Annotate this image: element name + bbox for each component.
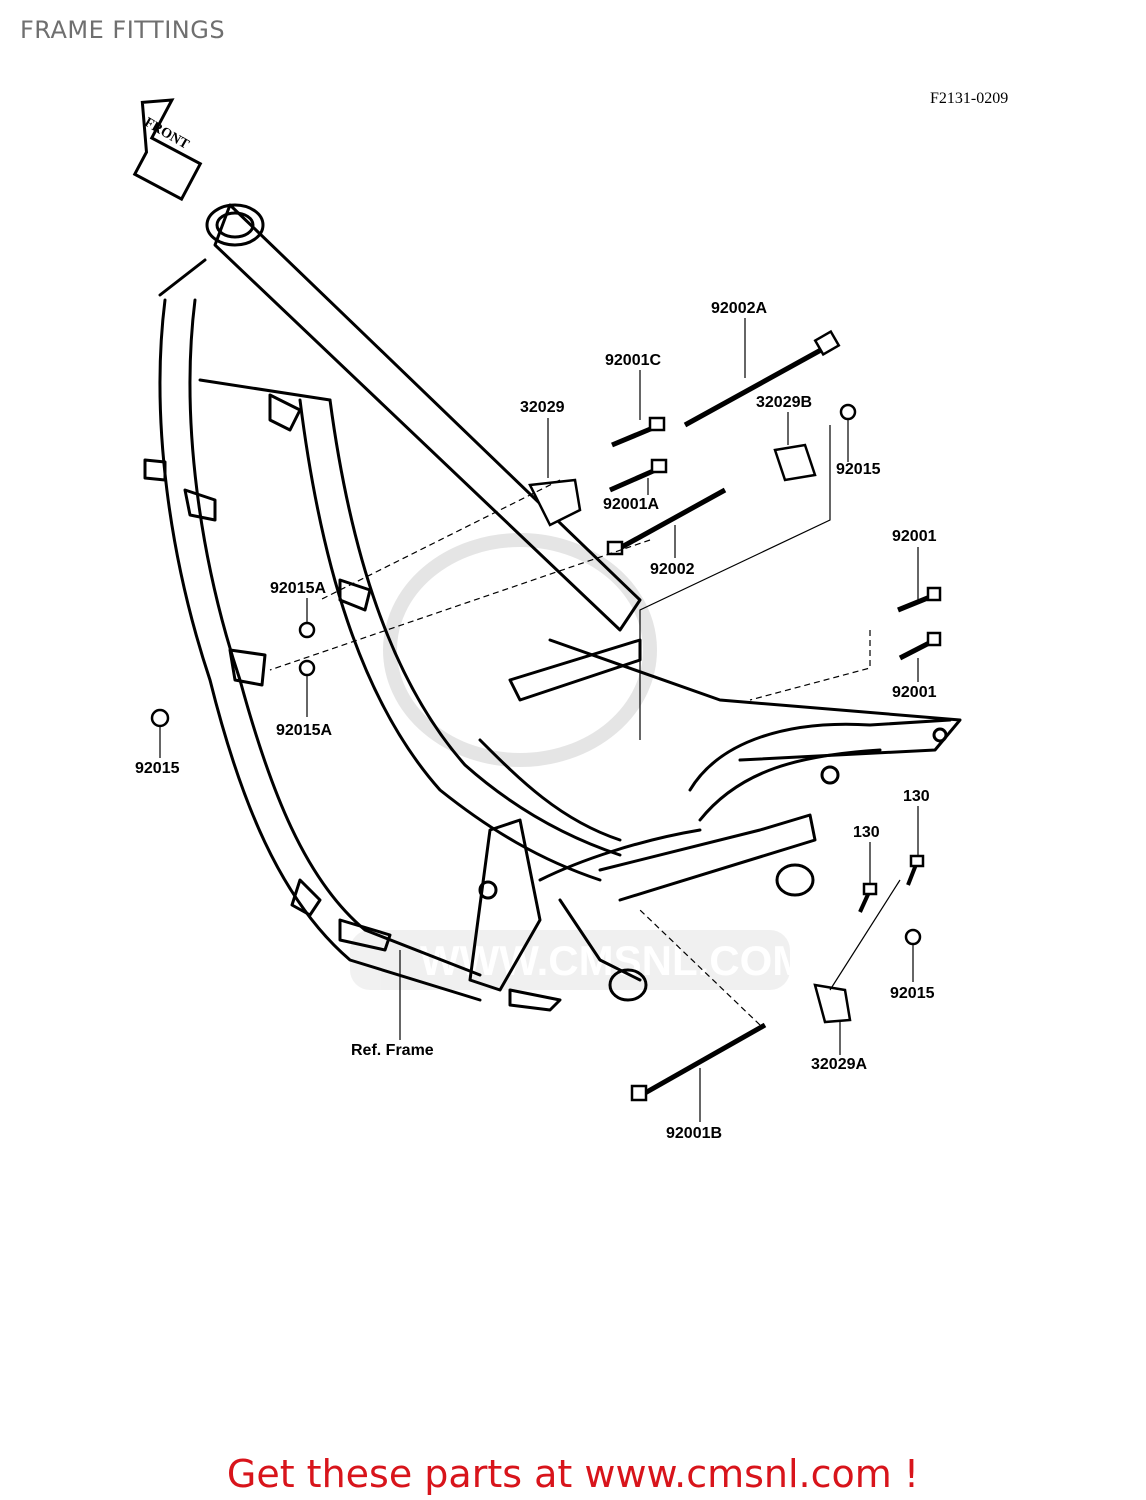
- callout-92015-top: 92015: [836, 461, 881, 478]
- motorcycle-frame: [143, 203, 962, 1012]
- callout-92001-b: 92001: [892, 684, 937, 701]
- frame-diagram: WWW.CMSNL.COM FRONT: [132, 98, 962, 1122]
- callout-92001A: 92001A: [603, 496, 660, 513]
- callout-92015-left: 92015: [135, 760, 180, 777]
- callout-92015A-bottom: 92015A: [276, 722, 333, 739]
- callout-92002A: 92002A: [711, 300, 768, 317]
- fittings: [150, 329, 942, 1102]
- callout-130-b: 130: [903, 788, 930, 805]
- watermark: WWW.CMSNL.COM: [350, 533, 807, 990]
- page-title: FRAME FITTINGS: [20, 16, 226, 44]
- callout-92015A-top: 92015A: [270, 580, 327, 597]
- callout-92015-right: 92015: [890, 985, 935, 1002]
- footer-cta-link[interactable]: Get these parts at www.cmsnl.com !: [226, 1452, 920, 1496]
- callout-130-a: 130: [853, 824, 880, 841]
- callout-92002: 92002: [650, 561, 695, 578]
- callout-32029: 32029: [520, 399, 565, 416]
- diagram-code: F2131-0209: [930, 90, 1009, 107]
- callout-32029A: 32029A: [811, 1056, 868, 1073]
- callout-92001-a: 92001: [892, 528, 937, 545]
- front-arrow: FRONT: [132, 98, 203, 202]
- callout-92001B: 92001B: [666, 1125, 723, 1142]
- callout-32029B: 32029B: [756, 394, 813, 411]
- leader-lines: [159, 318, 919, 1122]
- callout-92001C: 92001C: [605, 352, 662, 369]
- callout-ref-frame: Ref. Frame: [351, 1042, 434, 1059]
